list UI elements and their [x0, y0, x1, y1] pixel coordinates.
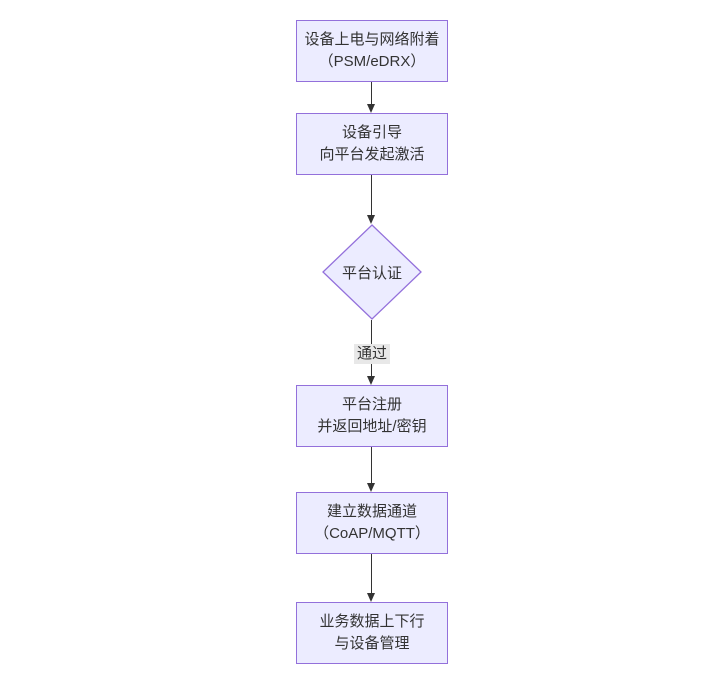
node-text-line: 向平台发起激活	[319, 146, 425, 163]
node-text-line: 设备上电与网络附着	[304, 31, 440, 48]
node-business-data: 业务数据上下行 与设备管理	[296, 602, 448, 664]
node-text-line: 建立数据通道	[326, 503, 417, 520]
node-platform-register: 平台注册 并返回地址/密钥	[296, 385, 448, 447]
diamond-shape-icon	[322, 224, 422, 320]
node-text-line: 并返回地址/密钥	[317, 418, 427, 435]
arrow-power-to-bootstrap	[367, 82, 375, 113]
node-text-line: 平台认证	[341, 264, 402, 282]
node-text-line: 平台注册	[341, 396, 402, 413]
node-text-line: （PSM/eDRX）	[318, 53, 426, 70]
edge-label-pass: 通过	[353, 344, 391, 364]
node-text-line: 与设备管理	[334, 635, 410, 652]
node-text-line: 设备引导	[341, 124, 402, 141]
node-data-channel: 建立数据通道 （CoAP/MQTT）	[296, 492, 448, 554]
decision-platform-auth: 平台认证	[322, 224, 422, 320]
node-text-line: （CoAP/MQTT）	[314, 525, 430, 542]
arrow-register-to-channel	[367, 447, 375, 492]
arrow-bootstrap-to-auth	[367, 175, 375, 224]
node-text-line: 业务数据上下行	[319, 613, 425, 630]
node-bootstrap-activate: 设备引导 向平台发起激活	[296, 113, 448, 175]
node-power-attach: 设备上电与网络附着 （PSM/eDRX）	[296, 20, 448, 82]
arrow-channel-to-business	[367, 554, 375, 602]
